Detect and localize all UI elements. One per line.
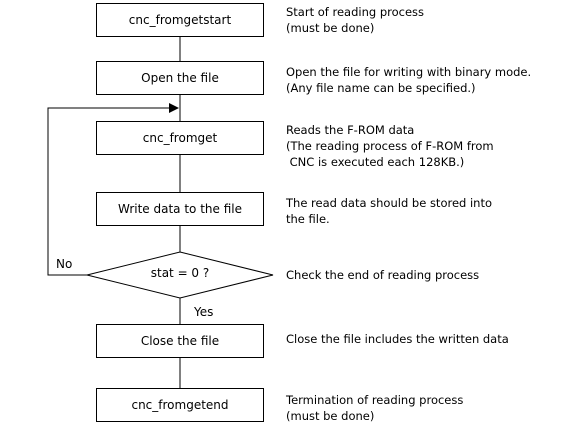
note-write: The read data should be stored into the … — [286, 195, 492, 227]
note-decision: Check the end of reading process — [286, 267, 479, 283]
note-open-line: Open the file for writing with binary mo… — [286, 65, 532, 79]
note-open: Open the file for writing with binary mo… — [286, 64, 531, 96]
step-open-label: Open the file — [141, 71, 219, 85]
note-get: Reads the F-ROM data (The reading proces… — [286, 122, 494, 170]
decision-diamond — [86, 251, 274, 299]
note-end-line: (must be done) — [286, 409, 375, 423]
branch-yes-label: Yes — [194, 305, 214, 319]
step-close-label: Close the file — [140, 334, 220, 348]
note-get-line: Reads the F-ROM data — [286, 123, 415, 137]
step-start-box: cnc_fromgetstart — [96, 3, 264, 37]
note-write-line: the file. — [286, 212, 330, 226]
step-start-label: cnc_fromgetstart — [128, 13, 232, 27]
note-start-line: Start of reading process — [286, 5, 425, 19]
note-get-line: (The reading process of F-ROM from — [286, 139, 494, 153]
note-end: Termination of reading process (must be … — [286, 392, 463, 424]
note-close-line: Close the file includes the written data — [286, 332, 509, 346]
note-start-line: (must be done) — [286, 21, 375, 35]
step-write-box: Write data to the file — [96, 192, 264, 226]
step-open-box: Open the file — [96, 61, 264, 95]
note-write-line: The read data should be stored into — [286, 196, 493, 210]
note-end-line: Termination of reading process — [286, 393, 464, 407]
loop-back-arrow — [47, 103, 179, 276]
branch-no-label: No — [56, 257, 73, 271]
step-end-box: cnc_fromgetend — [96, 388, 264, 422]
step-get-label: cnc_fromget — [142, 131, 218, 145]
step-write-label: Write data to the file — [118, 202, 242, 216]
note-close: Close the file includes the written data — [286, 331, 509, 347]
note-open-line: (Any file name can be specified.) — [286, 81, 476, 95]
step-end-label: cnc_fromgetend — [131, 398, 229, 412]
note-start: Start of reading process (must be done) — [286, 4, 424, 36]
note-decision-line: Check the end of reading process — [286, 268, 480, 282]
step-close-box: Close the file — [96, 324, 264, 358]
note-get-line: CNC is executed each 128KB.) — [286, 155, 465, 169]
step-get-box: cnc_fromget — [96, 121, 264, 155]
decision-label: stat = 0 ? — [150, 266, 210, 280]
